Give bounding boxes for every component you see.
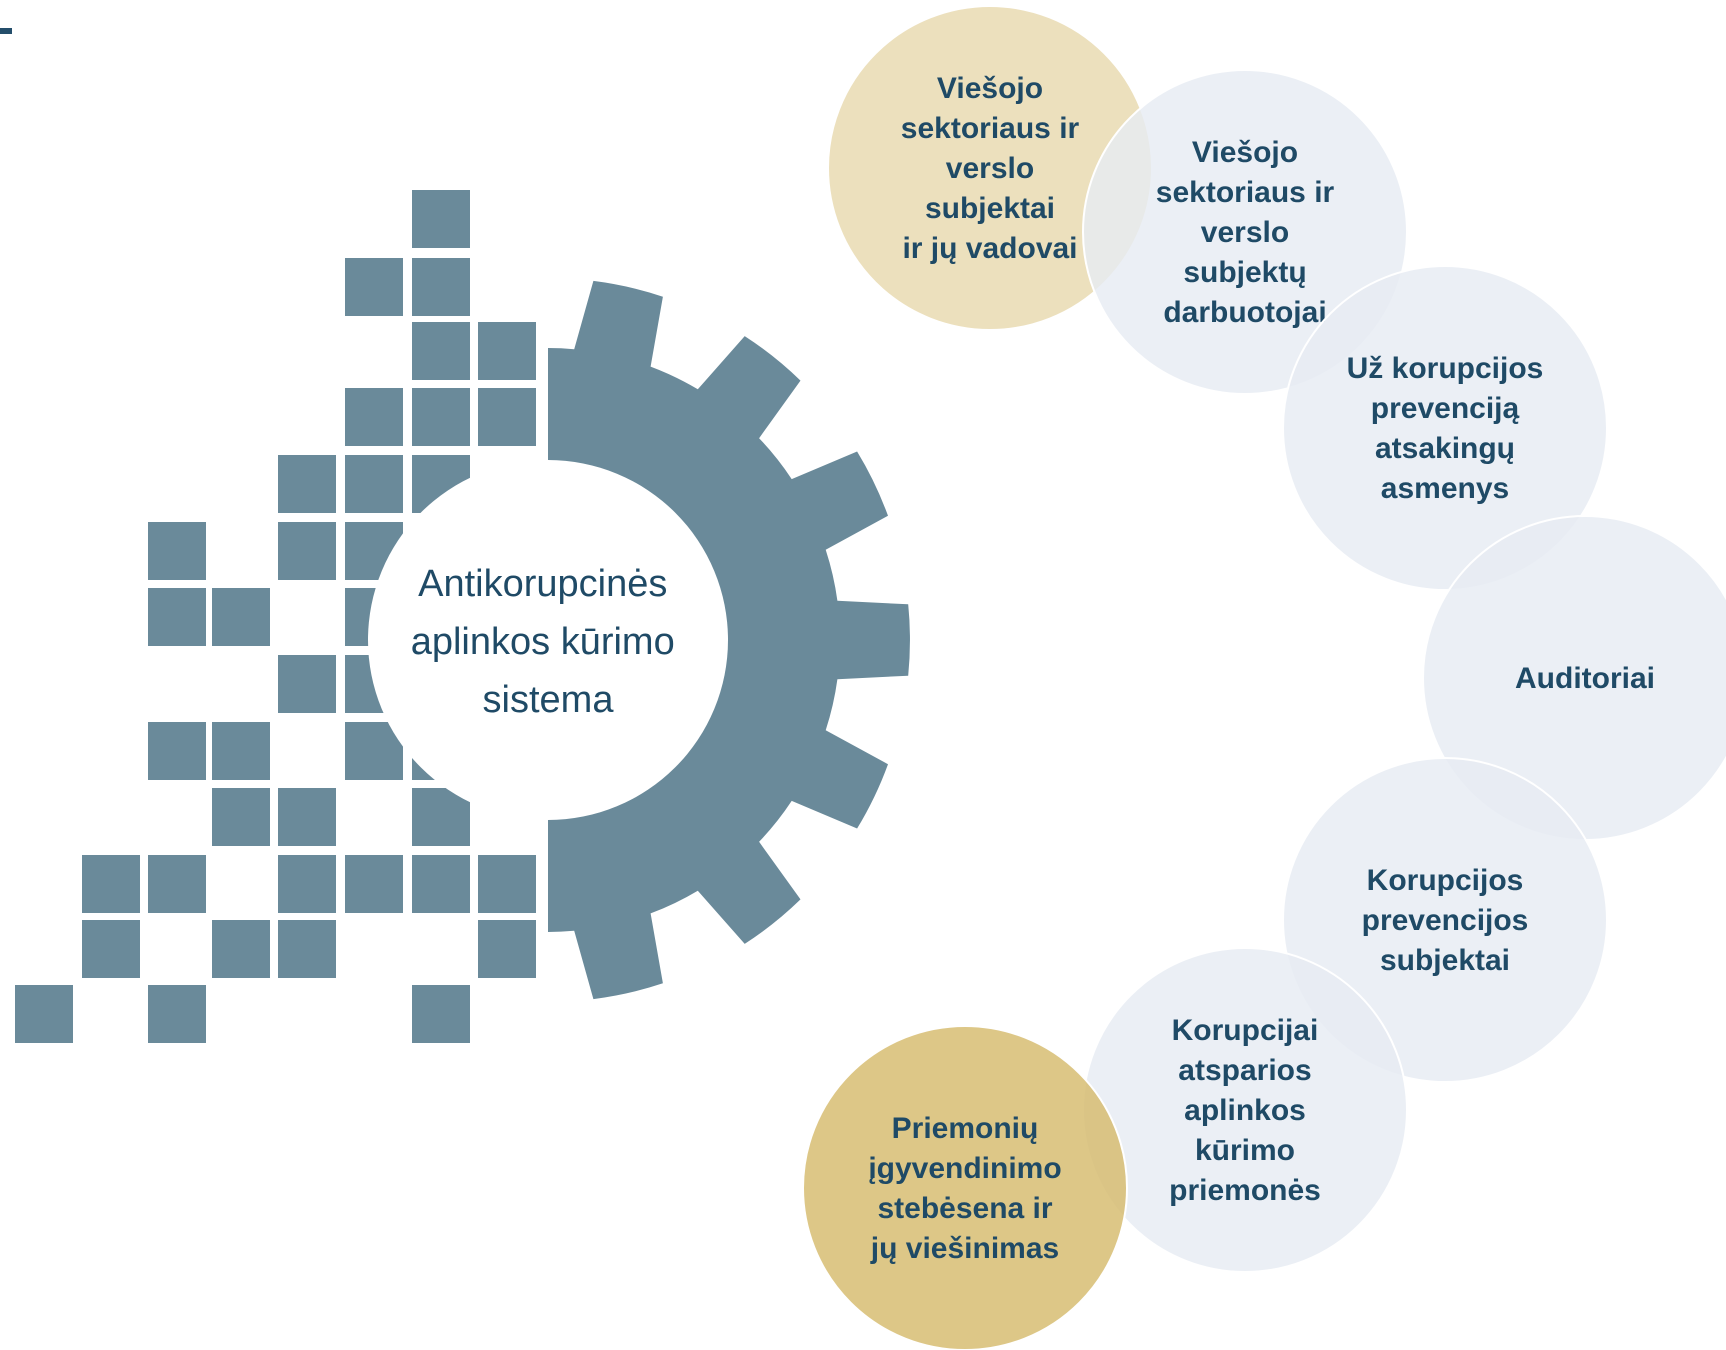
stakeholder-label-line: sektoriaus ir	[901, 112, 1080, 145]
gear-icon	[548, 280, 910, 1000]
pixel-square	[148, 985, 206, 1043]
stakeholder-label-line: darbuotojai	[1163, 296, 1326, 329]
stakeholder-label-line: verslo	[946, 152, 1034, 185]
stakeholder-label-line: ir jų vadovai	[902, 232, 1077, 265]
stakeholder-label-line: priemonės	[1169, 1174, 1321, 1207]
stakeholder-label-line: aplinkos	[1184, 1094, 1306, 1127]
stakeholder-label-line: Auditoriai	[1515, 662, 1655, 695]
stakeholder-label-line: Priemonių	[892, 1112, 1039, 1145]
stakeholder-label: Viešojo sektoriaus ir verslo subjektai ir jų…	[901, 72, 1080, 265]
pixel-square	[212, 788, 270, 846]
pixel-square	[82, 920, 140, 978]
stakeholder-label-line: Viešojo	[1192, 136, 1298, 169]
pixel-square	[412, 258, 470, 316]
stakeholder-label-line: įgyvendinimo	[868, 1152, 1061, 1185]
pixel-square	[82, 855, 140, 913]
pixel-square	[278, 788, 336, 846]
pixel-square	[15, 985, 73, 1043]
pixel-square	[148, 588, 206, 646]
pixel-square	[412, 788, 470, 846]
stakeholder-label-line: subjektai	[1380, 944, 1510, 977]
stakeholder-label-line: kūrimo	[1195, 1134, 1295, 1167]
stakeholder-label-line: verslo	[1201, 216, 1289, 249]
stakeholder-label-line: stebėsena ir	[877, 1192, 1052, 1225]
stakeholder-label-line: sektoriaus ir	[1156, 176, 1335, 209]
pixel-square	[345, 855, 403, 913]
stakeholder-node: Už korupcijos prevenciją atsakingų asmenys	[1282, 265, 1608, 591]
pixel-square	[412, 322, 470, 380]
pixel-square	[278, 920, 336, 978]
pixel-square	[212, 588, 270, 646]
pixel-square	[278, 655, 336, 713]
stakeholder-label-line: Korupcijai	[1172, 1014, 1319, 1047]
center-label-line: Antikorupcinės	[418, 563, 667, 605]
pixel-square	[345, 388, 403, 446]
stakeholder-label-line: prevenciją	[1371, 392, 1520, 425]
stakeholder-label-line: prevencijos	[1362, 904, 1529, 937]
stakeholder-label: Už korupcijos prevenciją atsakingų asmenys	[1347, 352, 1544, 505]
stakeholder-circle	[802, 1025, 1128, 1350]
pixel-square	[412, 388, 470, 446]
pixel-square	[148, 855, 206, 913]
stakeholder-label-line: atsparios	[1178, 1054, 1311, 1087]
stakeholder-label: Korupcijos prevencijos subjektai	[1362, 864, 1529, 977]
stakeholder-label-line: asmenys	[1381, 472, 1509, 505]
stakeholder-label: Korupcijai atsparios aplinkos kūrimo priemon…	[1169, 1014, 1321, 1207]
center-hub	[368, 460, 728, 820]
stakeholder-label-line: Korupcijos	[1367, 864, 1524, 897]
pixel-square	[278, 855, 336, 913]
pixel-square	[212, 722, 270, 780]
pixel-square	[278, 455, 336, 513]
stakeholder-circle	[1082, 69, 1408, 395]
pixel-square	[478, 388, 536, 446]
pixel-square	[478, 855, 536, 913]
stakeholder-label-line: jų viešinimas	[870, 1232, 1059, 1265]
stakeholder-label-line: Už korupcijos	[1347, 352, 1544, 385]
stakeholder-label: Priemonių įgyvendinimo stebėsena ir jų vieš…	[868, 1112, 1061, 1265]
stakeholder-node: Korupcijai atsparios aplinkos kūrimo priemon…	[1082, 947, 1408, 1273]
stakeholder-node: Viešojo sektoriaus ir verslo subjektų darbuo…	[1082, 69, 1408, 395]
stakeholder-label-line: subjektų	[1183, 256, 1306, 289]
pixel-square	[148, 522, 206, 580]
stakeholder-node: Priemonių įgyvendinimo stebėsena ir jų vieš…	[802, 1025, 1128, 1350]
stakeholder-node: Viešojo sektoriaus ir verslo subjektai ir jų…	[827, 5, 1153, 331]
stakeholder-circles: Viešojo sektoriaus ir verslo subjektai ir jų…	[802, 5, 1726, 1350]
stakeholder-label-line: atsakingų	[1375, 432, 1515, 465]
pixel-square	[478, 322, 536, 380]
center-label-line: sistema	[483, 679, 615, 721]
pixel-square	[212, 920, 270, 978]
pixel-square	[345, 455, 403, 513]
stakeholder-label: Auditoriai	[1515, 662, 1655, 695]
stakeholder-label: Viešojo sektoriaus ir verslo subjektų darbuo…	[1156, 136, 1335, 329]
pixel-square	[478, 920, 536, 978]
stakeholder-label-line: subjektai	[925, 192, 1055, 225]
stakeholder-circle	[1282, 265, 1608, 591]
pixel-square	[412, 855, 470, 913]
pixel-square	[278, 522, 336, 580]
pixel-square	[412, 985, 470, 1043]
stakeholder-node: Auditoriai	[1422, 515, 1726, 841]
pixel-square	[148, 722, 206, 780]
center-label-line: aplinkos kūrimo	[411, 621, 675, 663]
pixel-square	[412, 190, 470, 248]
pixel-square	[345, 258, 403, 316]
corner-mark	[0, 28, 12, 34]
stakeholder-label-line: Viešojo	[937, 72, 1043, 105]
center-label: Antikorupcinės aplinkos kūrimo sistema	[411, 563, 686, 721]
